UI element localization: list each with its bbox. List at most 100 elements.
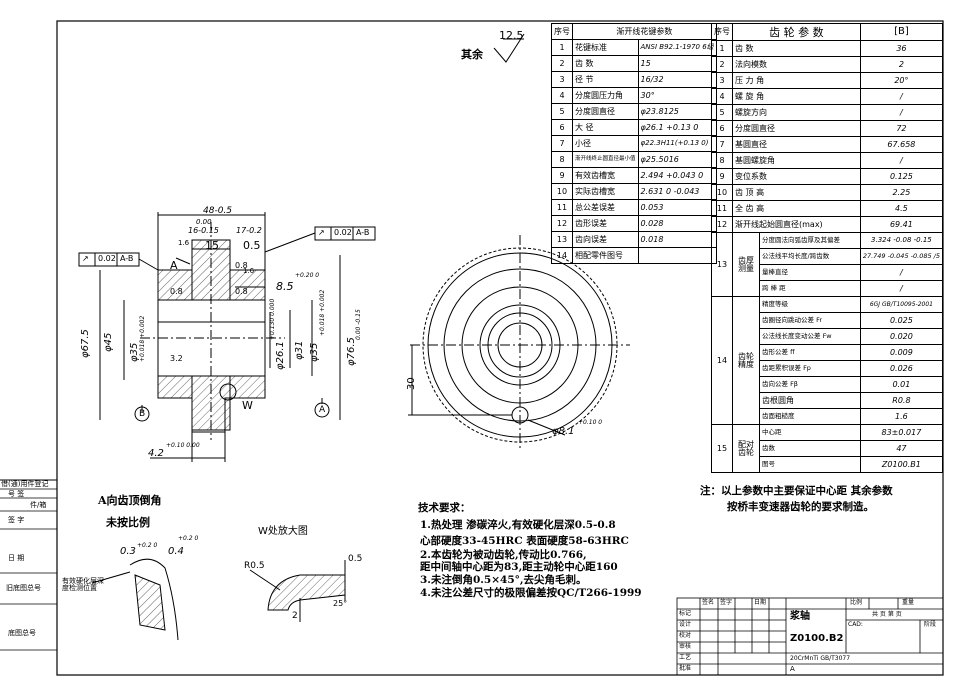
spline-row-value: 16/32 bbox=[637, 71, 717, 88]
tech-line-2: 心部硬度33-45HRC 表面硬度58-63HRC bbox=[420, 535, 629, 547]
detail-w-title: W处放大图 bbox=[258, 526, 308, 537]
ra-16-a: 1.6 bbox=[178, 239, 190, 247]
group13-row-label: 分度圆法向弧齿厚及其偏差 bbox=[759, 232, 861, 249]
spline-row-num: 12 bbox=[551, 215, 573, 232]
spline-row-label: 齿形误差 bbox=[572, 215, 639, 232]
group14-row-value: R0.8 bbox=[859, 392, 944, 409]
left-label-5: 日 期 bbox=[8, 554, 25, 562]
surface-finish-symbol bbox=[493, 33, 525, 63]
left-label-7: 底图总号 bbox=[8, 629, 36, 637]
dim-45: φ45 bbox=[103, 332, 114, 352]
datum-a: A bbox=[319, 405, 326, 415]
tech-title: 技术要求： bbox=[418, 502, 471, 514]
spline-row-num: 1 bbox=[551, 39, 573, 56]
gear-section-view bbox=[99, 212, 341, 462]
group15-row-value: 83±0.017 bbox=[859, 424, 944, 441]
group14-row-label: 公法线长度变动公差 Fw bbox=[759, 328, 861, 345]
tech-line-3: 2.本齿轮为被动齿轮,传动比0.766, bbox=[420, 549, 587, 561]
spline-row-label: 齿 数 bbox=[572, 55, 639, 72]
spline-row-num: 6 bbox=[551, 119, 573, 136]
spline-row-label: 有效齿槽宽 bbox=[572, 167, 639, 184]
spline-row-label: 径 节 bbox=[572, 71, 639, 88]
tb-weight-head: 重量 bbox=[902, 599, 915, 606]
group13-label: 齿厚测量 bbox=[732, 232, 760, 297]
fcf1-tol: 0.02 bbox=[98, 254, 116, 263]
dim-765: φ76.5 bbox=[346, 337, 357, 366]
gear-row-num: 12 bbox=[711, 216, 733, 233]
group15-row-label: 图号 bbox=[759, 456, 861, 473]
detail-a-subtitle: 未按比例 bbox=[106, 516, 150, 529]
parameter-note-line1: 注：以上参数中主要保证中心距 其余参数 bbox=[700, 485, 893, 497]
gear-row-label: 压 力 角 bbox=[732, 72, 861, 89]
tb-role-2: 设计 bbox=[679, 621, 692, 628]
group14-row-value: 0.01 bbox=[859, 376, 944, 393]
spline-row-value: 0.028 bbox=[637, 215, 717, 232]
spline-row-value: φ22.3H11(+0.13 0) bbox=[637, 135, 717, 152]
fcf2-symbol: ↗ bbox=[318, 228, 325, 237]
detail-w-angle: 25° bbox=[333, 599, 348, 608]
detail-a-dim1-tol: +0.2 0 bbox=[137, 542, 158, 549]
dim-675: φ67.5 bbox=[80, 329, 91, 358]
detail-a-dim1: 0.3 bbox=[120, 546, 136, 557]
tb-part-name: 浆轴 bbox=[790, 611, 810, 622]
gear-header-num: 序号 bbox=[711, 23, 733, 41]
group14-row-label: 精度等级 bbox=[759, 296, 861, 313]
gear-header-title: 齿 轮 参 数 bbox=[732, 23, 861, 41]
dim-17: 17-0.2 bbox=[236, 226, 262, 235]
tb-head-2: 签字 bbox=[720, 599, 733, 606]
drawing-frame bbox=[56, 20, 944, 676]
dim-48: 48-0.5 bbox=[203, 206, 233, 216]
datum-b-marker bbox=[134, 406, 150, 422]
gear-row-value: 20° bbox=[859, 72, 944, 89]
tb-head-1: 签名 bbox=[702, 599, 715, 606]
detail-w-radius: R0.5 bbox=[244, 561, 265, 571]
group15-row-value: 47 bbox=[859, 440, 944, 457]
tech-line-5: 3.未注倒角0.5×45°,去尖角毛刺。 bbox=[420, 574, 587, 586]
gear-row-label: 法向模数 bbox=[732, 56, 861, 73]
gear-row-label: 螺旋方向 bbox=[732, 104, 861, 121]
dim-35b: φ35 bbox=[309, 342, 320, 362]
label-a-arrow: A bbox=[170, 259, 178, 272]
dim-35a-tol: +0.018 +0.002 bbox=[139, 315, 146, 362]
group13-row-value: / bbox=[859, 264, 944, 281]
group14-row-label: 齿圈径向跳动公差 Fr bbox=[759, 312, 861, 329]
spline-row-label: 分度圆直径 bbox=[572, 103, 639, 120]
group14-row-value: 6GJ GB/T10095-2001 bbox=[859, 296, 944, 313]
gear-row-label: 渐开线起始圆直径(max) bbox=[732, 216, 861, 233]
spline-row-num: 3 bbox=[551, 71, 573, 88]
spline-row-label: 齿向误差 bbox=[572, 231, 639, 248]
tech-line-6: 4.未注公差尺寸的极限偏差按QC/T266-1999 bbox=[420, 587, 642, 599]
spline-row-label: 分度圆压力角 bbox=[572, 87, 639, 104]
left-label-6: 旧底图总号 bbox=[6, 584, 41, 592]
ra-08-a: 0.8 bbox=[170, 287, 183, 296]
dim-81-tol: +0.10 0 bbox=[578, 419, 603, 426]
gear-row-label: 全 齿 高 bbox=[732, 200, 861, 217]
group13-row-label: 量棒直径 bbox=[759, 264, 861, 281]
dim-35b-tol: +0.018 +0.002 bbox=[319, 289, 326, 336]
gear-row-value: 67.658 bbox=[859, 136, 944, 153]
fcf1-datum: A-B bbox=[120, 254, 134, 263]
fcf2-tol: 0.02 bbox=[334, 228, 352, 237]
gear-row-label: 基圆直径 bbox=[732, 136, 861, 153]
title-block-lines bbox=[676, 597, 944, 676]
spline-row-label: 实际齿槽宽 bbox=[572, 183, 639, 200]
spline-row-num: 10 bbox=[551, 183, 573, 200]
gear-row-label: 基圆螺旋角 bbox=[732, 152, 861, 169]
gear-row-num: 1 bbox=[711, 40, 733, 57]
dim-42: 4.2 bbox=[148, 448, 164, 459]
spline-row-num: 5 bbox=[551, 103, 573, 120]
spline-row-label: 花键标准 bbox=[572, 39, 639, 56]
gear-row-value: / bbox=[859, 104, 944, 121]
gear-row-value: 72 bbox=[859, 120, 944, 137]
tb-role-6: 批准 bbox=[679, 665, 692, 672]
group13-row-value: 27.749 -0.045 -0.085 /5 bbox=[859, 248, 944, 265]
spline-row-value: 0.053 bbox=[637, 199, 717, 216]
gear-row-num: 9 bbox=[711, 168, 733, 185]
gear-row-label: 齿 顶 高 bbox=[732, 184, 861, 201]
dim-42-tol: +0.10 0.00 bbox=[166, 442, 200, 449]
spline-row-value: 2.494 +0.043 0 bbox=[637, 167, 717, 184]
group15-num: 15 bbox=[711, 424, 733, 473]
group13-row-label: 跨 棒 距 bbox=[759, 280, 861, 297]
gear-row-num: 8 bbox=[711, 152, 733, 169]
